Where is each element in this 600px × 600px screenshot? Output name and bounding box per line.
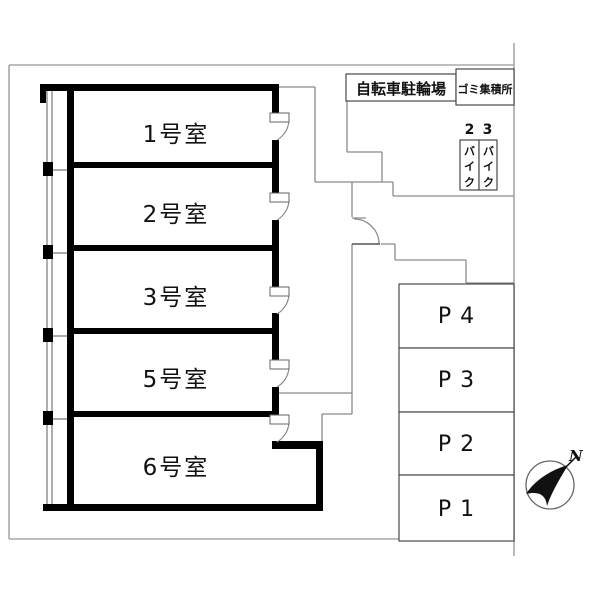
- room-door-swing-icons: [269, 112, 290, 443]
- bike-stall-3-number: 3: [482, 122, 493, 138]
- door-swing-icon: [269, 286, 290, 315]
- parking-label-p1: P 1: [437, 497, 476, 522]
- room-label-1: 1号室: [142, 122, 210, 148]
- compass-north-label: N: [569, 447, 583, 465]
- bike-stall-2-number: 2: [464, 122, 475, 138]
- facility-boxes: [345, 68, 515, 191]
- room-label-3: 3号室: [142, 285, 210, 311]
- parking-box-p1: [398, 474, 515, 542]
- room-label-5: 5号室: [142, 367, 210, 393]
- garbage-box: [455, 68, 515, 106]
- property-boundary: [8, 43, 515, 556]
- parking-label-p4: P 4: [437, 304, 476, 329]
- bike-stall-2-label: バイク: [464, 145, 475, 189]
- door-swing-icon: [269, 414, 290, 443]
- garbage-label: ゴミ集積所: [457, 83, 513, 96]
- walkway-lines: [279, 86, 514, 445]
- bike-stall-3-label: バイク: [483, 145, 494, 189]
- door-swing-icon: [269, 359, 290, 388]
- door-swing-icon: [269, 112, 290, 141]
- bicycle-parking-box: [345, 73, 457, 102]
- door-swing-icon: [269, 192, 290, 221]
- room-label-2: 2号室: [142, 202, 210, 228]
- bicycle-parking-label: 自転車駐輪場: [355, 80, 446, 98]
- building-walls: [40, 84, 323, 511]
- parking-stall-boxes: [398, 283, 515, 542]
- parking-box-p4: [398, 283, 515, 349]
- parking-label-p3: P 3: [437, 368, 476, 393]
- parking-box-p2: [398, 411, 515, 476]
- parking-label-p2: P 2: [437, 432, 476, 457]
- compass-icon: [525, 456, 577, 510]
- entrance-door-swing-icon: [352, 218, 380, 245]
- bike-stall-3-box: [478, 139, 498, 191]
- room-label-6: 6号室: [142, 455, 210, 481]
- balcony-lines: [46, 91, 67, 504]
- north-needle-icon: [526, 465, 568, 506]
